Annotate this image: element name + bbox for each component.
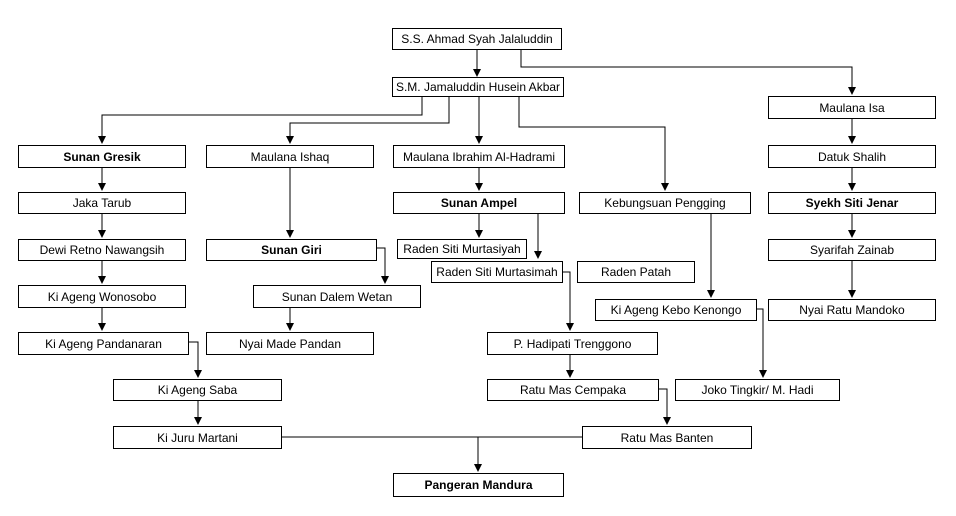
- node-ss-ahmad-syah-jalaluddin: S.S. Ahmad Syah Jalaluddin: [392, 28, 562, 50]
- node-maulana-ishaq: Maulana Ishaq: [206, 145, 374, 168]
- edge-jamaluddin-maulana-ishaq: [286, 97, 450, 144]
- node-sunan-giri: Sunan Giri: [206, 239, 377, 261]
- edge-pandanaran-made-pandan-saba: [189, 341, 202, 378]
- node-dewi-retno-nawangsih: Dewi Retno Nawangsih: [18, 239, 186, 261]
- node-pangeran-mandura: Pangeran Mandura: [393, 473, 564, 497]
- node-datuk-shalih: Datuk Shalih: [768, 145, 936, 168]
- node-ki-ageng-kebo-kenongo: Ki Ageng Kebo Kenongo: [595, 299, 757, 321]
- node-nyai-made-pandan: Nyai Made Pandan: [206, 332, 374, 355]
- node-raden-patah: Raden Patah: [577, 261, 695, 283]
- edge-cempaka-tingkir-mas-banten: [659, 388, 671, 425]
- edge-murtasimah-patah-trenggono: [563, 271, 574, 331]
- edge-giri-murtasiyah-dalem-wetan: [377, 247, 389, 284]
- node-nyai-ratu-mandoko: Nyai Ratu Mandoko: [768, 299, 936, 321]
- node-syarifah-zainab: Syarifah Zainab: [768, 239, 936, 261]
- edge-kebo-kenongo-mandoko-joko-tingkir: [757, 308, 767, 378]
- node-ki-ageng-saba: Ki Ageng Saba: [113, 379, 282, 401]
- node-ki-juru-martani: Ki Juru Martani: [113, 426, 282, 449]
- node-raden-siti-murtasimah: Raden Siti Murtasimah: [431, 261, 563, 283]
- node-ratu-mas-cempaka: Ratu Mas Cempaka: [487, 379, 659, 401]
- node-sunan-ampel: Sunan Ampel: [393, 192, 565, 214]
- node-maulana-isa: Maulana Isa: [768, 96, 936, 119]
- node-jaka-tarub: Jaka Tarub: [18, 192, 186, 214]
- node-sunan-dalem-wetan: Sunan Dalem Wetan: [253, 285, 421, 308]
- node-kebungsuan-pengging: Kebungsuan Pengging: [579, 192, 751, 214]
- node-ratu-mas-banten: Ratu Mas Banten: [582, 426, 752, 449]
- node-sunan-gresik: Sunan Gresik: [18, 145, 186, 168]
- node-syekh-siti-jenar: Syekh Siti Jenar: [768, 192, 936, 214]
- edge-jamaluddin-kebungsuan: [518, 97, 669, 191]
- node-ki-ageng-wonosobo: Ki Ageng Wonosobo: [18, 285, 186, 308]
- node-maulana-ibrahim-al-hadrami: Maulana Ibrahim Al-Hadrami: [393, 145, 565, 168]
- node-ki-ageng-pandanaran: Ki Ageng Pandanaran: [18, 332, 189, 355]
- node-sm-jamaluddin-husein-akbar: S.M. Jamaluddin Husein Akbar: [392, 77, 564, 97]
- node-raden-siti-murtasiyah: Raden Siti Murtasiyah: [397, 239, 527, 259]
- node-p-hadipati-trenggono: P. Hadipati Trenggono: [487, 332, 658, 355]
- edge-jamaluddin-sunan-gresik: [98, 97, 423, 144]
- edge-ahmad-maulana-isa: [520, 50, 856, 95]
- node-joko-tingkir-m-hadi: Joko Tingkir/ M. Hadi: [675, 379, 840, 401]
